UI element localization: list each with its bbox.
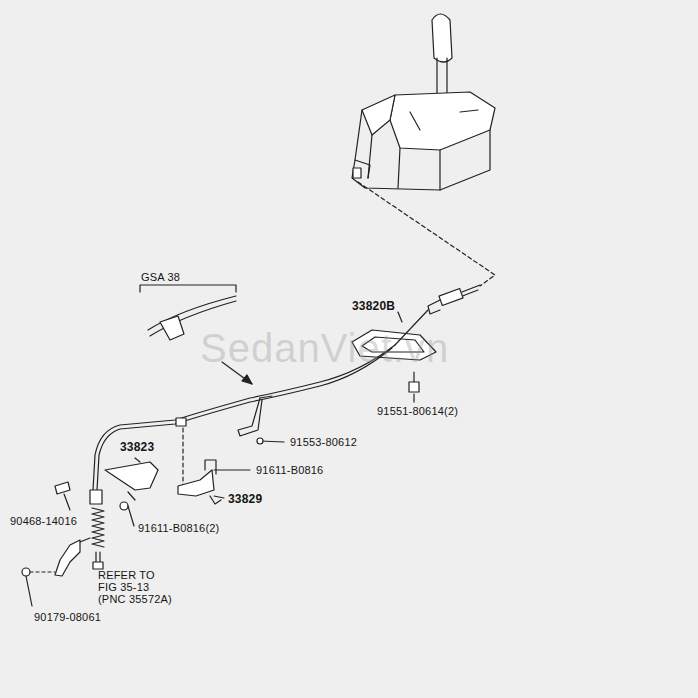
part-number: 90468-14016	[10, 515, 77, 527]
reference-note: REFER TO	[98, 569, 155, 581]
part-number: 91551-80614(2)	[377, 405, 458, 417]
part-number: 33820B	[352, 300, 395, 313]
part-number: 91611-B0816	[256, 464, 323, 476]
part-number: 33823	[120, 441, 154, 454]
reference-note: (PNC 35572A)	[98, 593, 172, 605]
part-number: 33829	[228, 493, 262, 506]
group-code: GSA 38	[141, 271, 180, 283]
watermark: SedanViet.vn	[200, 326, 449, 370]
part-number: 91611-B0816(2)	[138, 522, 220, 534]
part-number: 90179-08061	[34, 611, 101, 623]
part-number: 91553-80612	[290, 436, 357, 448]
reference-note: FIG 35-13	[98, 581, 149, 593]
